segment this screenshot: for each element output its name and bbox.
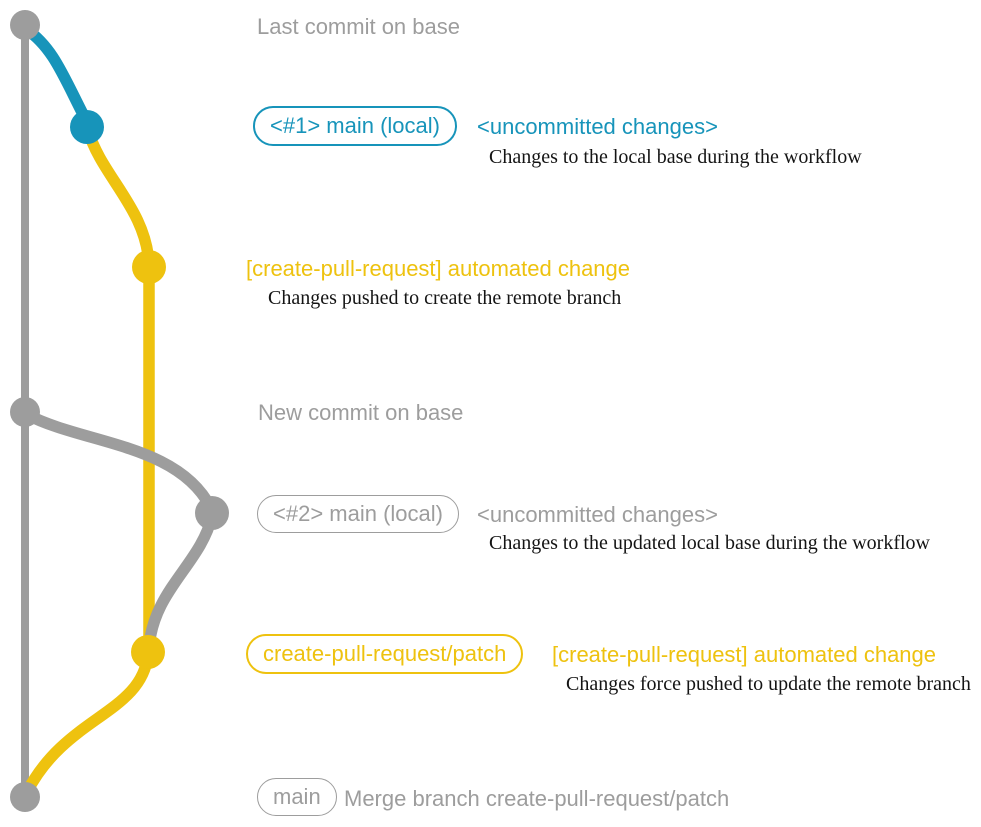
patch-branch-curve-top <box>82 124 155 270</box>
automated-change-caption-2: Changes force pushed to update the remot… <box>566 673 971 695</box>
automated-change-title-2: [create-pull-request] automated change <box>552 642 937 667</box>
commit-node-automated-change-1 <box>132 250 166 284</box>
uncommitted-changes-title-2: <uncommitted changes> <box>477 502 718 527</box>
merge-commit-label: Merge branch create-pull-request/patch <box>344 786 730 811</box>
automated-change-title-1: [create-pull-request] automated change <box>246 256 631 281</box>
branch-badge-main-local-2: <#2> main (local) <box>257 495 459 534</box>
commit-node-uncommitted-1 <box>70 110 104 144</box>
updated-local-main-curve-out <box>20 408 217 514</box>
local-main-branch-curve <box>20 23 93 128</box>
branch-badge-main-local-1: <#1> main (local) <box>253 106 457 147</box>
updated-local-main-curve-in <box>143 510 218 654</box>
branch-badge-patch: create-pull-request/patch <box>246 634 524 675</box>
patch-merge-curve <box>21 649 154 798</box>
branch-badge-main: main <box>257 778 337 817</box>
uncommitted-changes-caption-2: Changes to the updated local base during… <box>489 532 930 554</box>
commit-node-automated-change-2 <box>131 635 165 669</box>
last-commit-label: Last commit on base <box>257 14 460 39</box>
commit-node-uncommitted-2 <box>195 496 229 530</box>
uncommitted-changes-title-1: <uncommitted changes> <box>477 114 718 139</box>
automated-change-caption-1: Changes pushed to create the remote bran… <box>268 287 622 309</box>
uncommitted-changes-caption-1: Changes to the local base during the wor… <box>489 146 862 168</box>
new-commit-label: New commit on base <box>258 400 464 425</box>
commit-node-last-base <box>10 10 40 40</box>
commit-node-merge <box>10 782 40 812</box>
commit-node-new-base <box>10 397 40 427</box>
